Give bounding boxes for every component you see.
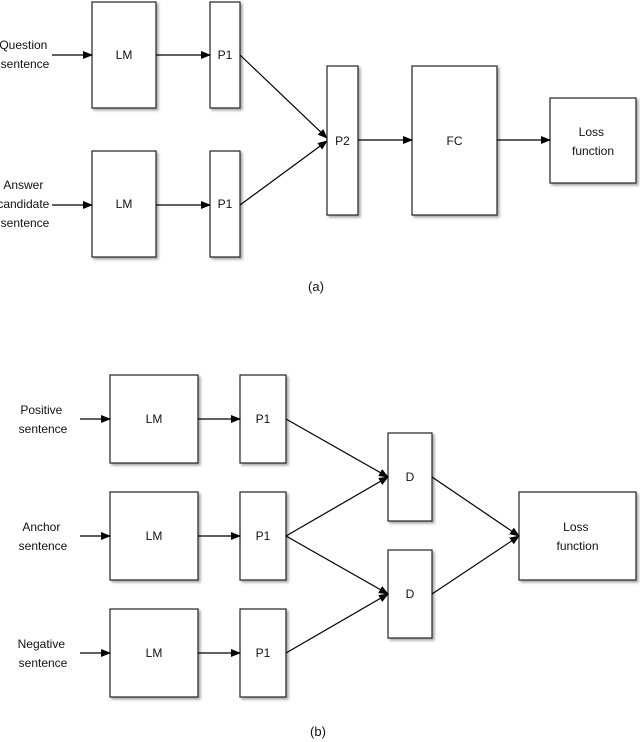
caption-a: (a) [308, 279, 324, 294]
lm-node-answer: LM [91, 150, 157, 258]
p1-label: P1 [218, 48, 233, 62]
lm-node-question: LM [91, 1, 157, 109]
p1-node-answer: P1 [209, 150, 241, 258]
edge-d-bottom-to-loss [431, 535, 520, 595]
loss-label: Loss function [556, 520, 598, 553]
fc-label: FC [447, 134, 463, 148]
p1-node-anchor: P1 [239, 491, 287, 581]
p2-label: P2 [335, 134, 350, 148]
loss-function-node-b: Loss function [518, 491, 637, 581]
input-label-negative: Negative sentence [18, 637, 69, 670]
p1-label: P1 [256, 412, 271, 426]
lm-node-anchor: LM [109, 491, 199, 581]
edge-p1-question-to-p2 [239, 54, 328, 139]
lm-label: LM [146, 529, 163, 543]
p1-node-negative: P1 [239, 608, 287, 698]
edge-p1-anchor-to-d-top [285, 476, 389, 537]
d-label: D [406, 587, 415, 601]
d-node-bottom: D [387, 549, 433, 639]
loss-function-node-a: Loss function [549, 97, 637, 184]
p1-node-question: P1 [209, 1, 241, 109]
d-label: D [406, 470, 415, 484]
p2-node: P2 [326, 65, 359, 216]
input-label-anchor: Anchor sentence [19, 520, 68, 553]
lm-label: LM [116, 197, 133, 211]
caption-b: (b) [310, 724, 326, 739]
input-label-answer: Answer candidate sentence [0, 178, 53, 230]
p1-label: P1 [218, 197, 233, 211]
lm-node-positive: LM [109, 374, 199, 464]
p1-label: P1 [256, 646, 271, 660]
d-node-top: D [387, 432, 433, 522]
input-label-positive: Positive sentence [19, 403, 68, 436]
lm-node-negative: LM [109, 608, 199, 698]
p1-label: P1 [256, 529, 271, 543]
lm-label: LM [146, 646, 163, 660]
edge-p1-answer-to-p2 [239, 140, 328, 206]
fc-node: FC [411, 65, 498, 216]
edge-p1-negative-to-d-bottom [285, 593, 389, 654]
loss-label: Loss function [572, 125, 614, 158]
edge-p1-positive-to-d-top [285, 418, 389, 478]
lm-label: LM [146, 412, 163, 426]
panel-a: Question sentence Answer candidate sente… [0, 1, 637, 294]
input-label-question: Question sentence [0, 38, 51, 71]
lm-label: LM [116, 48, 133, 62]
edge-d-top-to-loss [431, 476, 520, 537]
p1-node-positive: P1 [239, 374, 287, 464]
edge-p1-anchor-to-d-bottom [285, 535, 389, 595]
panel-b: Positive sentence Anchor sentence Negati… [18, 374, 637, 739]
